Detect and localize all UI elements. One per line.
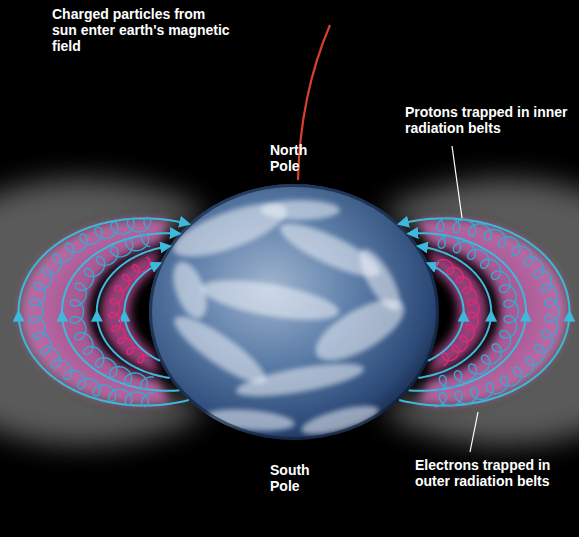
leader-line	[452, 146, 462, 218]
pole-label: North Pole	[270, 142, 322, 174]
magnetic-field-line	[409, 312, 526, 391]
electron-spiral-path	[435, 218, 559, 407]
cloud-swirl	[167, 257, 214, 323]
cloud-swirl	[260, 200, 340, 220]
callout-label: Electrons trapped in outer radiation bel…	[415, 457, 575, 489]
callout-label: Charged particles from sun enter earth's…	[52, 6, 230, 54]
callout-label-box: Electrons trapped in outer radiation bel…	[415, 457, 575, 489]
callout-label-box: Charged particles from sun enter earth's…	[52, 6, 230, 54]
electron-spiral-path	[70, 234, 154, 389]
magnetic-field-line	[428, 263, 464, 312]
magnetic-field-line	[399, 218, 569, 312]
pole-label-box: South Pole	[270, 462, 322, 494]
cloud-swirl	[352, 244, 408, 317]
magnetic-field-line	[399, 312, 569, 406]
magnetic-field-line	[124, 263, 160, 312]
cloud-swirl	[234, 357, 366, 403]
magnetic-field-line	[418, 246, 491, 312]
earth-limb	[149, 184, 439, 440]
callout-label-box: Protons trapped in inner radiation belts	[405, 104, 575, 136]
outer-radiation-belt	[21, 219, 170, 404]
electron-spiral-path	[29, 217, 153, 406]
callout-label: Protons trapped in inner radiation belts	[405, 104, 575, 136]
earth-clouds	[149, 184, 439, 440]
outer-radiation-belt	[418, 219, 567, 404]
electron-spiral-path	[437, 235, 519, 391]
pole-label: South Pole	[270, 462, 322, 494]
leader-line	[470, 412, 478, 452]
proton-spiral-path	[109, 257, 150, 363]
proton-spiral-path	[436, 260, 479, 367]
cloud-swirl	[198, 272, 341, 328]
earth-globe	[149, 184, 439, 440]
pole-label-box: North Pole	[270, 142, 322, 174]
